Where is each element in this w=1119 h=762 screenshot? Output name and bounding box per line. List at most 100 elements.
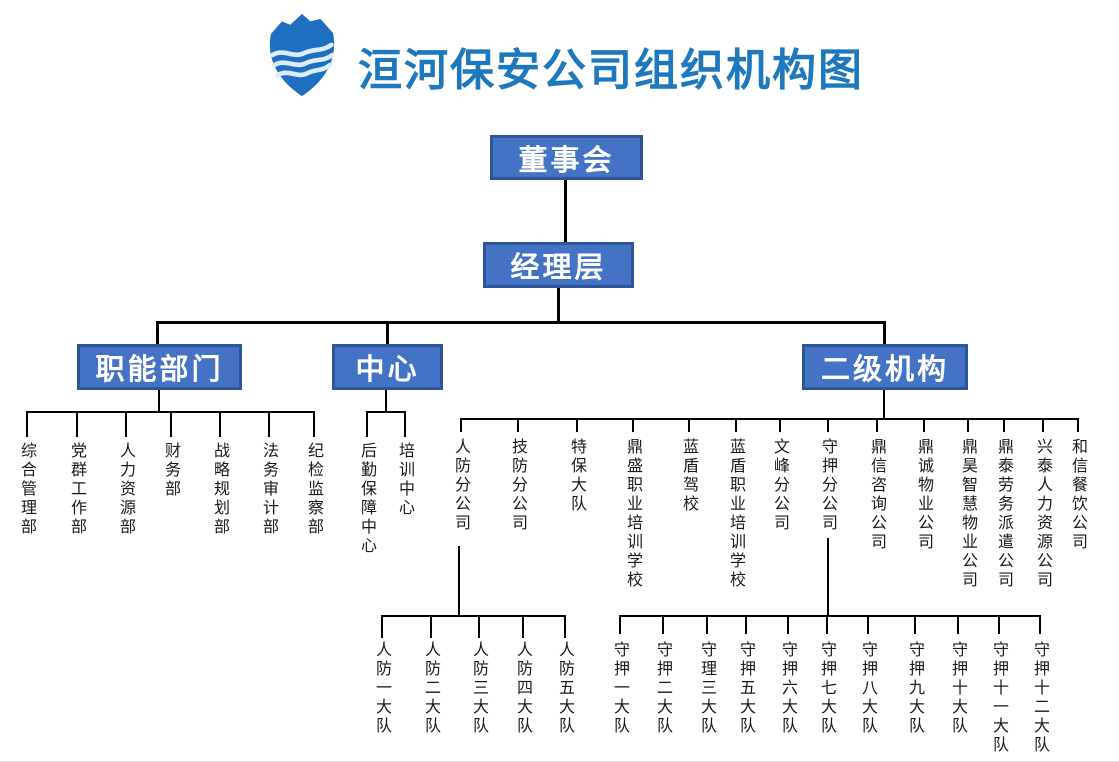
org-leaf-shouya-team: 守押八大队 <box>859 641 878 736</box>
connector-stem-secondary-org <box>883 390 885 420</box>
org-node-functional-departments: 职能部门 <box>77 344 242 390</box>
org-leaf-secondary-org: 特保大队 <box>568 438 587 514</box>
org-leaf-shouya-team: 守押一大队 <box>611 641 630 736</box>
connector-branch-rail <box>156 321 886 324</box>
connector-drop-shouya-team <box>957 615 959 634</box>
connector-drop-shouya-team <box>706 615 708 634</box>
org-leaf-secondary-org: 兴泰人力资源公司 <box>1034 438 1053 590</box>
org-leaf-renfang-team: 人防三大队 <box>470 641 489 736</box>
connector-drop-functional-dept <box>268 411 270 437</box>
connector-drop-renfang-team <box>478 615 480 638</box>
connector-drop-secondary <box>883 321 886 344</box>
org-leaf-secondary-org: 鼎信咨询公司 <box>868 438 887 552</box>
org-leaf-shouya-team: 守押十一大队 <box>990 641 1009 755</box>
connector-drop-shouya-team <box>662 615 664 634</box>
connector-board-management <box>564 180 567 242</box>
org-leaf-shouya-team: 守押十二大队 <box>1031 641 1050 755</box>
connector-drop-center <box>404 411 406 437</box>
connector-drop-renfang-team <box>430 615 432 638</box>
connector-drop-shouya-team <box>1039 615 1041 634</box>
connector-drop-renfang-team <box>381 615 383 638</box>
connector-rail-shouya-team <box>619 615 1041 617</box>
org-leaf-secondary-org: 鼎诚物业公司 <box>915 438 934 552</box>
connector-drop-secondary-org <box>1003 418 1005 432</box>
org-node-secondary-institutions: 二级机构 <box>802 344 968 390</box>
connector-drop-shouya-team <box>745 615 747 634</box>
org-leaf-functional-dept: 战略规划部 <box>211 442 230 537</box>
org-leaf-center: 培训中心 <box>396 442 415 518</box>
page-title: 洹河保安公司组织机构图 <box>358 46 864 95</box>
org-leaf-renfang-team: 人防四大队 <box>514 641 533 736</box>
connector-drop-secondary-org <box>688 418 690 432</box>
connector-drop-shouya-team <box>787 615 789 634</box>
connector-drop-functional-dept <box>313 411 315 437</box>
connector-drop-shouya-team <box>867 615 869 634</box>
connector-drop-secondary-org <box>1077 418 1079 432</box>
connector-drop-renfang-team <box>564 615 566 638</box>
connector-drop-secondary-org <box>967 418 969 432</box>
org-leaf-secondary-org: 蓝盾职业培训学校 <box>727 438 746 590</box>
connector-drop-secondary-org <box>876 418 878 432</box>
org-leaf-functional-dept: 人力资源部 <box>117 442 136 537</box>
org-leaf-secondary-org: 鼎昊智慧物业公司 <box>959 438 978 590</box>
org-leaf-secondary-org: 守押分公司 <box>819 438 838 533</box>
connector-drop-functional-dept <box>76 411 78 437</box>
connector-drop-functional-dept <box>170 411 172 437</box>
connector-drop-secondary-org <box>735 418 737 432</box>
org-leaf-shouya-team: 守押六大队 <box>779 641 798 736</box>
connector-drop-functional-dept <box>219 411 221 437</box>
org-leaf-shouya-team: 守理三大队 <box>698 641 717 736</box>
connector-drop-secondary-org <box>1042 418 1044 432</box>
connector-drop-secondary-org <box>576 418 578 432</box>
connector-drop-functional-dept <box>26 411 28 437</box>
org-leaf-functional-dept: 纪检监察部 <box>305 442 324 537</box>
org-leaf-functional-dept: 法务审计部 <box>260 442 279 537</box>
org-leaf-secondary-org: 蓝盾驾校 <box>680 438 699 514</box>
org-node-centers: 中心 <box>332 344 443 390</box>
connector-drop-shouya-team <box>998 615 1000 634</box>
org-leaf-shouya-team: 守押七大队 <box>818 641 837 736</box>
connector-drop-functional <box>156 321 159 344</box>
connector-drop-center <box>366 411 368 437</box>
connector-drop-shouya-team <box>826 615 828 634</box>
connector-drop-centers <box>386 321 389 344</box>
connector-drop-secondary-org <box>632 418 634 432</box>
connector-stem-shouya-team <box>827 538 829 617</box>
connector-drop-secondary-org <box>779 418 781 432</box>
org-leaf-functional-dept: 财务部 <box>162 442 181 499</box>
org-leaf-center: 后勤保障中心 <box>358 442 377 556</box>
org-leaf-functional-dept: 党群工作部 <box>68 442 87 537</box>
org-node-board: 董事会 <box>490 135 643 180</box>
org-leaf-secondary-org: 鼎盛职业培训学校 <box>624 438 643 590</box>
connector-stem-functional-dept <box>158 390 160 413</box>
connector-rail-center <box>366 411 406 413</box>
connector-drop-renfang-team <box>522 615 524 638</box>
org-leaf-secondary-org: 人防分公司 <box>452 438 471 533</box>
connector-stem-renfang-team <box>458 546 460 617</box>
connector-drop-secondary-org <box>923 418 925 432</box>
org-leaf-shouya-team: 守押十大队 <box>949 641 968 736</box>
org-leaf-shouya-team: 守押九大队 <box>906 641 925 736</box>
connector-drop-secondary-org <box>460 418 462 432</box>
connector-rail-renfang-team <box>381 615 566 617</box>
connector-drop-shouya-team <box>914 615 916 634</box>
connector-drop-shouya-team <box>619 615 621 634</box>
connector-management-stem <box>557 288 560 323</box>
org-node-management: 经理层 <box>483 242 634 288</box>
org-leaf-secondary-org: 鼎泰劳务派遣公司 <box>995 438 1014 590</box>
org-leaf-shouya-team: 守押五大队 <box>737 641 756 736</box>
connector-drop-secondary-org <box>517 418 519 432</box>
company-shield-logo-icon <box>269 13 335 97</box>
org-leaf-renfang-team: 人防二大队 <box>422 641 441 736</box>
org-leaf-renfang-team: 人防五大队 <box>556 641 575 736</box>
connector-drop-secondary-org <box>827 418 829 432</box>
org-leaf-shouya-team: 守押二大队 <box>654 641 673 736</box>
org-leaf-secondary-org: 文峰分公司 <box>771 438 790 533</box>
connector-stem-center <box>385 390 387 413</box>
org-leaf-renfang-team: 人防一大队 <box>373 641 392 736</box>
org-leaf-secondary-org: 技防分公司 <box>509 438 528 533</box>
org-leaf-functional-dept: 综合管理部 <box>18 442 37 537</box>
connector-drop-functional-dept <box>125 411 127 437</box>
org-leaf-secondary-org: 和信餐饮公司 <box>1069 438 1088 552</box>
